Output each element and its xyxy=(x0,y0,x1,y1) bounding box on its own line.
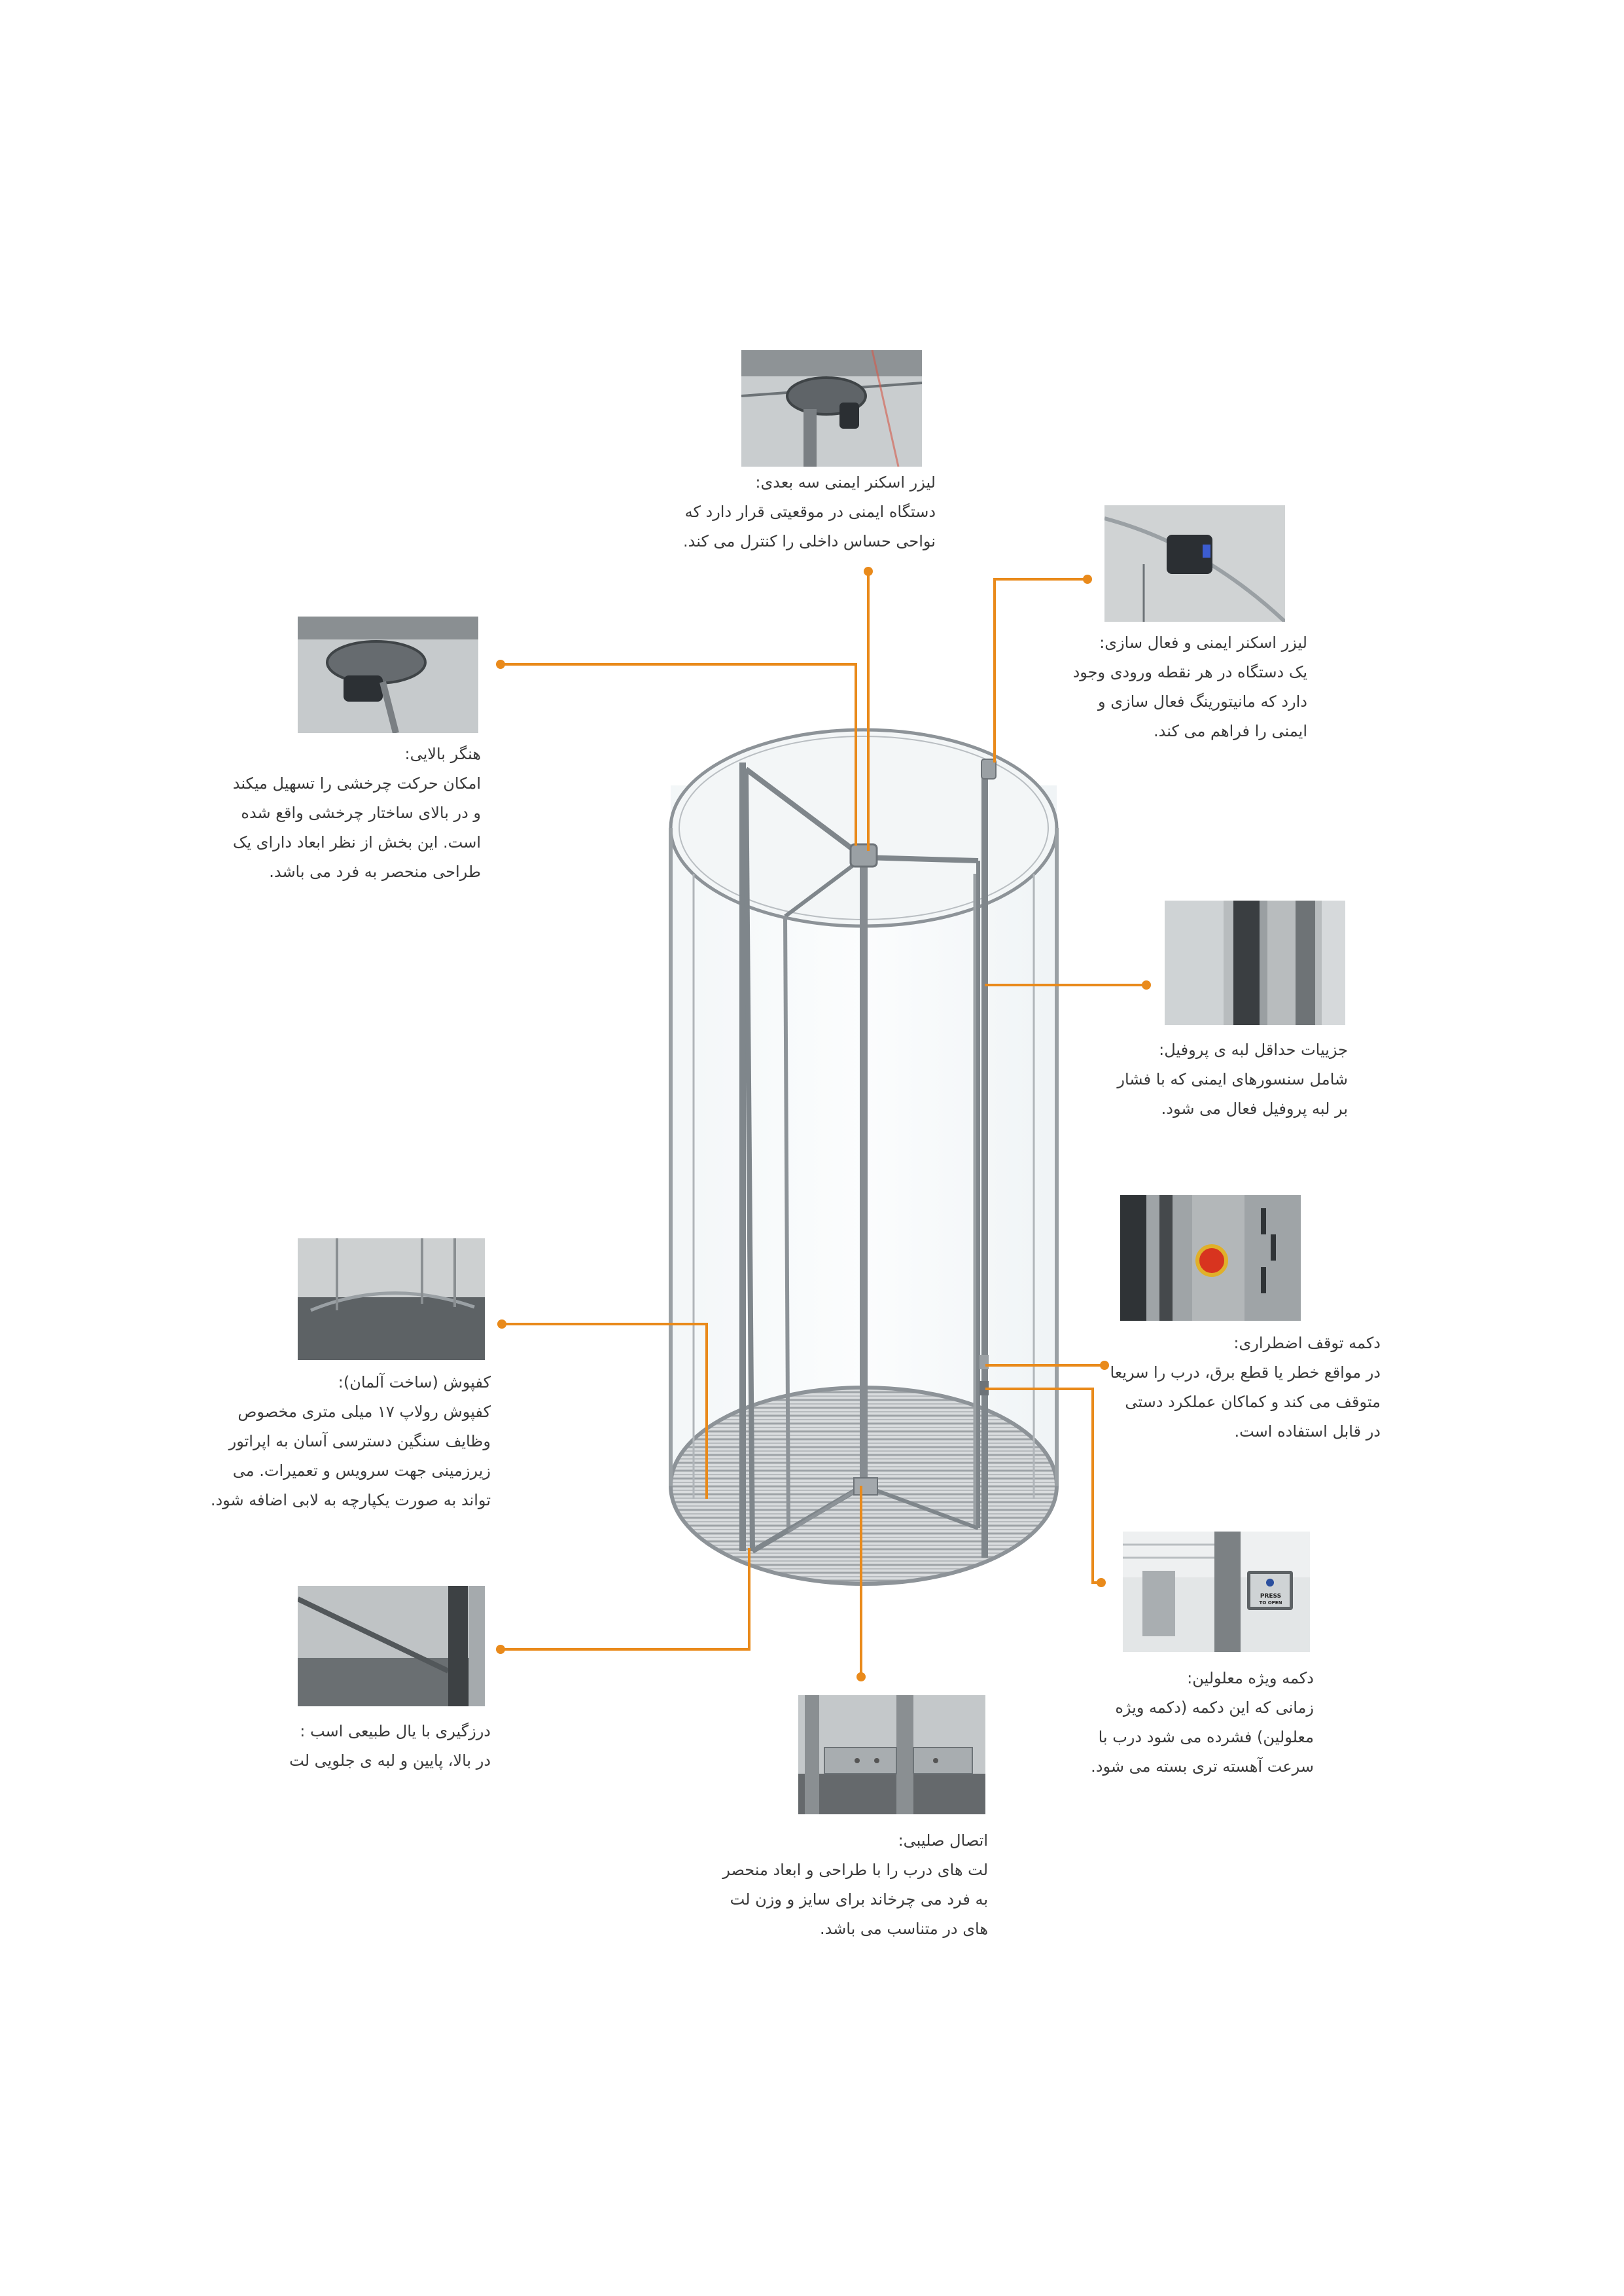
cross-joint-photo xyxy=(798,1695,985,1814)
leader-floor-cover xyxy=(502,1323,708,1499)
profile-edge-body: شامل سنسورهای ایمنی که با فشار بر لبه پر… xyxy=(1117,1070,1348,1118)
top-hanger-title: هنگر بالایی: xyxy=(404,745,481,763)
laser-3d-title: لیزر اسکنر ایمنی سه بعدی: xyxy=(755,473,936,492)
disabled-button-caption: دکمه ویژه معلولین: زمانی که این دکمه (دک… xyxy=(1059,1664,1314,1782)
disabled-button-photo: PRESS TO OPEN xyxy=(1123,1532,1310,1652)
top-hanger-photo xyxy=(298,617,478,733)
laser-activation-title: لیزر اسکنر ایمنی و فعال سازی: xyxy=(1099,634,1307,652)
profile-edge-caption: جزییات حداقل لبه ی پروفیل: شامل سنسورهای… xyxy=(1073,1035,1348,1124)
laser-activation-caption: لیزر اسکنر ایمنی و فعال سازی: یک دستگاه … xyxy=(1036,628,1307,746)
disabled-button-body: زمانی که این دکمه (دکمه ویژه معلولین) فش… xyxy=(1091,1698,1314,1776)
profile-edge-title: جزییات حداقل لبه ی پروفیل: xyxy=(1159,1041,1348,1059)
floor-cover-body: کفپوش رولاپ ۱۷ میلی متری مخصوص وظایف سنگ… xyxy=(210,1403,491,1509)
to-open-label: TO OPEN xyxy=(1259,1600,1282,1605)
floor-cover-caption: کفپوش (ساخت آلمان): کفپوش رولاپ ۱۷ میلی … xyxy=(186,1368,491,1515)
floor-cover-title: کفپوش (ساخت آلمان): xyxy=(338,1373,491,1391)
leader-laser-activation xyxy=(993,578,1087,762)
laser-activation-photo xyxy=(1104,505,1285,622)
disabled-button-title: دکمه ویژه معلولین: xyxy=(1187,1669,1314,1687)
profile-edge-photo xyxy=(1165,901,1345,1025)
brush-seal-body: در بالا، پایین و لبه ی جلویی لت xyxy=(289,1751,491,1770)
press-label: PRESS xyxy=(1260,1593,1282,1600)
cross-joint-caption: اتصال صلیبی: لت های درب را با طراحی و اب… xyxy=(700,1826,988,1944)
press-to-open-sign: PRESS TO OPEN xyxy=(1250,1593,1292,1606)
emergency-stop-photo xyxy=(1120,1195,1301,1321)
brush-seal-caption: درزگیری با یال طبیعی اسب : در بالا، پایی… xyxy=(249,1717,491,1776)
cross-joint-body: لت های درب را با طراحی و ابعاد منحصر به … xyxy=(722,1861,988,1938)
emergency-stop-caption: دکمه توقف اضطراری: در مواقع خطر یا قطع ب… xyxy=(1060,1329,1381,1446)
emergency-stop-body: در مواقع خطر یا قطع برق، درب را سریعا مت… xyxy=(1110,1363,1381,1441)
floor-cover-photo xyxy=(298,1238,485,1360)
laser-3d-caption: لیزر اسکنر ایمنی سه بعدی: دستگاه ایمنی د… xyxy=(644,468,936,556)
leader-top-hanger xyxy=(501,663,857,846)
brush-seal-title: درزگیری با یال طبیعی اسب : xyxy=(300,1722,491,1740)
laser-3d-photo xyxy=(741,350,922,467)
top-hanger-body: امکان حرکت چرخشی را تسهیل میکند و در بال… xyxy=(232,774,481,881)
cross-joint-title: اتصال صلیبی: xyxy=(898,1831,988,1850)
brush-seal-photo xyxy=(298,1586,485,1706)
leader-brush-seal xyxy=(501,1548,750,1651)
top-hanger-caption: هنگر بالایی: امکان حرکت چرخشی را تسهیل م… xyxy=(213,740,481,887)
laser-activation-body: یک دستگاه در هر نقطه ورودی وجود دارد که … xyxy=(1072,663,1307,740)
emergency-stop-title: دکمه توقف اضطراری: xyxy=(1233,1334,1381,1352)
laser-3d-body: دستگاه ایمنی در موقعیتی قرار دارد که نوا… xyxy=(683,503,936,550)
